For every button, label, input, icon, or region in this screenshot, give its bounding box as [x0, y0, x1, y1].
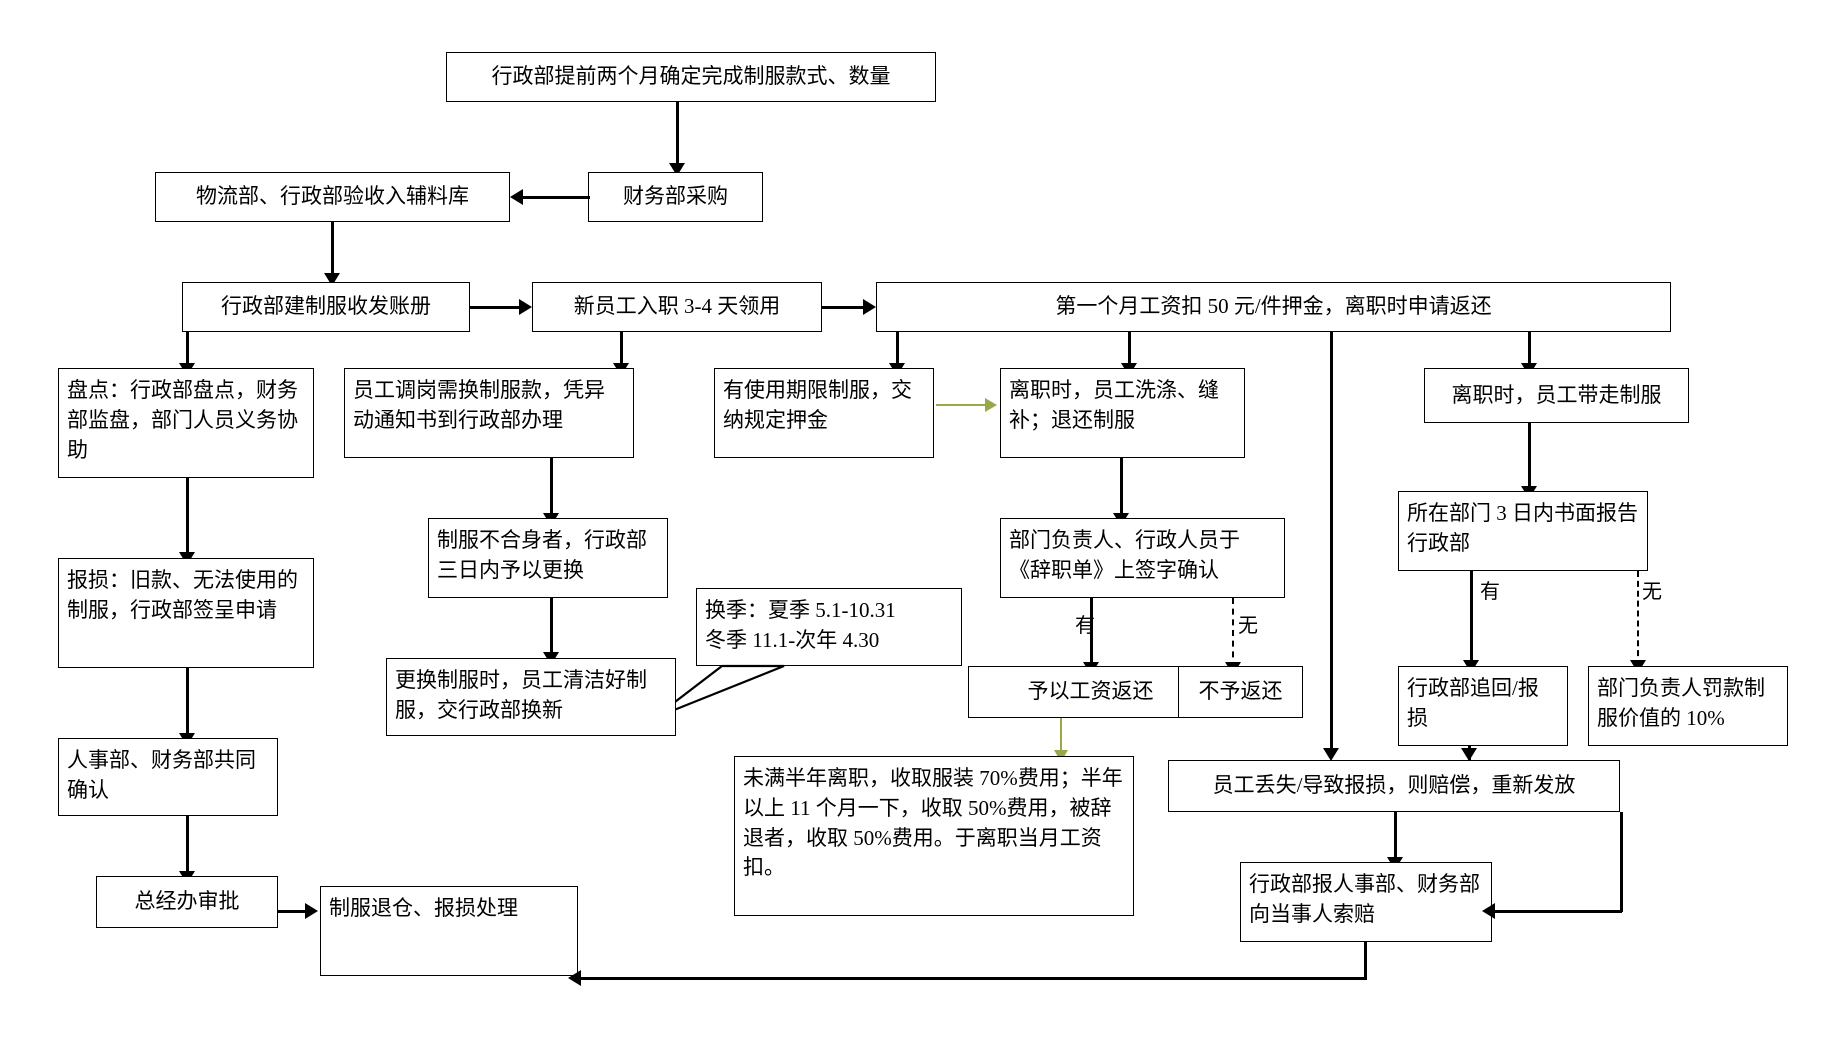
node-inventory-check: 盘点：行政部盘点，财务部监盘，部门人员义务协助 [58, 368, 314, 478]
edge-receive-to-ledger [331, 222, 334, 275]
node-loss-compensation: 员工丢失/导致报损，则赔偿，重新发放 [1168, 760, 1620, 812]
edge-confirm-to-approval [186, 816, 189, 876]
node-hr-finance-confirm: 人事部、财务部共同确认 [58, 738, 278, 816]
edge-resignkeep-to-report [1528, 423, 1531, 491]
edge-loss-to-claim [1394, 812, 1397, 862]
arrowhead-termlimit-to-resignwash [985, 398, 997, 412]
arrowhead-newhire-to-deposit [863, 299, 876, 315]
edge-claim-right-rail-v [1620, 812, 1623, 912]
edge-purchase-to-receive [520, 196, 590, 199]
edge-claim-down [1364, 942, 1367, 980]
node-manager-penalty: 部门负责人罚款制服价值的 10% [1588, 666, 1788, 746]
edge-newhire-to-deposit [822, 306, 866, 309]
node-finance-purchase: 财务部采购 [588, 172, 763, 222]
node-scrap-request: 报损：旧款、无法使用的制服，行政部签呈申请 [58, 558, 314, 668]
node-refund-via-salary: 予以工资返还 [968, 666, 1213, 718]
arrowhead-claim-right-rail [1482, 903, 1495, 919]
edge-deposit-to-resignwash [1128, 332, 1131, 370]
edge-plan-to-purchase [676, 102, 679, 165]
node-gm-office-approval: 总经办审批 [96, 876, 278, 928]
node-logistics-receive: 物流部、行政部验收入辅料库 [155, 172, 510, 222]
edge-refund-to-feerules [1060, 718, 1063, 754]
edge-transfer-to-misfit [550, 458, 553, 518]
node-term-limited-uniform: 有使用期限制服，交纳规定押金 [714, 368, 934, 458]
edge-label-signoff-no: 无 [1238, 615, 1258, 637]
node-first-month-deposit: 第一个月工资扣 50 元/件押金，离职时申请返还 [876, 282, 1671, 332]
arrowhead-purchase-to-receive [510, 189, 523, 205]
edge-claim-to-returnscrap [578, 977, 1367, 980]
node-misfit-replacement: 制服不合身者，行政部三日内予以更换 [428, 518, 668, 598]
node-season-change-note: 换季：夏季 5.1-10.31 冬季 11.1-次年 4.30 [696, 588, 962, 666]
node-plan-uniform-style: 行政部提前两个月确定完成制服款式、数量 [446, 52, 936, 102]
arrowhead-approval-to-returnscrap [305, 903, 318, 919]
node-clean-before-swap: 更换制服时，员工清洁好制服，交行政部换新 [386, 658, 676, 736]
edge-report-to-recover [1470, 571, 1473, 666]
node-no-refund: 不予返还 [1178, 666, 1303, 718]
node-resign-keep-uniform: 离职时，员工带走制服 [1424, 368, 1689, 423]
edge-signoff-to-refundno [1232, 598, 1234, 668]
arrowhead-deposit-to-loss [1323, 748, 1339, 761]
node-admin-recover-or-scrap: 行政部追回/报损 [1398, 666, 1568, 746]
arrowhead-claim-to-returnscrap [568, 970, 581, 986]
node-resignation-fee-rules: 未满半年离职，收取服装 70%费用；半年以上 11 个月一下，收取 50%费用，… [734, 756, 1134, 916]
node-written-report-3days: 所在部门 3 日内书面报告行政部 [1398, 491, 1648, 571]
edge-newhire-to-transfer [620, 332, 623, 370]
node-new-hire-issue: 新员工入职 3-4 天领用 [532, 282, 822, 332]
season-note-callout-tail [654, 664, 785, 720]
arrowhead-recover-to-loss [1461, 748, 1477, 761]
edge-misfit-to-cleanswap [550, 598, 553, 658]
node-claim-from-person: 行政部报人事部、财务部向当事人索赔 [1240, 862, 1492, 942]
edge-claim-right-rail-h [1492, 910, 1622, 913]
edge-termlimit-to-resignwash [936, 404, 988, 407]
node-admin-ledger: 行政部建制服收发账册 [182, 282, 470, 332]
edge-deposit-to-resignkeep [1528, 332, 1531, 370]
node-position-transfer: 员工调岗需换制服款，凭异动通知书到行政部办理 [344, 368, 634, 458]
edge-deposit-to-termlimit [896, 332, 899, 370]
edge-label-report-yes: 有 [1480, 581, 1500, 603]
edge-signoff-to-refundyes [1090, 598, 1093, 668]
edge-label-signoff-yes: 有 [1075, 615, 1095, 637]
edge-deposit-to-loss [1330, 332, 1333, 752]
node-uniform-return-scrap: 制服退仓、报损处理 [320, 886, 578, 976]
edge-resignwash-to-signoff [1120, 458, 1123, 518]
arrowhead-ledger-to-newhire [519, 299, 532, 315]
edge-label-report-no: 无 [1642, 581, 1662, 603]
edge-ledger-to-newhire [470, 306, 522, 309]
node-resign-wash-return: 离职时，员工洗涤、缝补；退还制服 [1000, 368, 1245, 458]
node-resignation-signoff: 部门负责人、行政人员于《辞职单》上签字确认 [1000, 518, 1285, 598]
edge-inventory-to-scrap [186, 478, 189, 558]
edge-report-to-penalty [1637, 571, 1639, 666]
edge-ledger-to-inventory [186, 332, 189, 370]
edge-approval-to-returnscrap [278, 910, 308, 913]
edge-scrap-to-confirm [186, 668, 189, 738]
